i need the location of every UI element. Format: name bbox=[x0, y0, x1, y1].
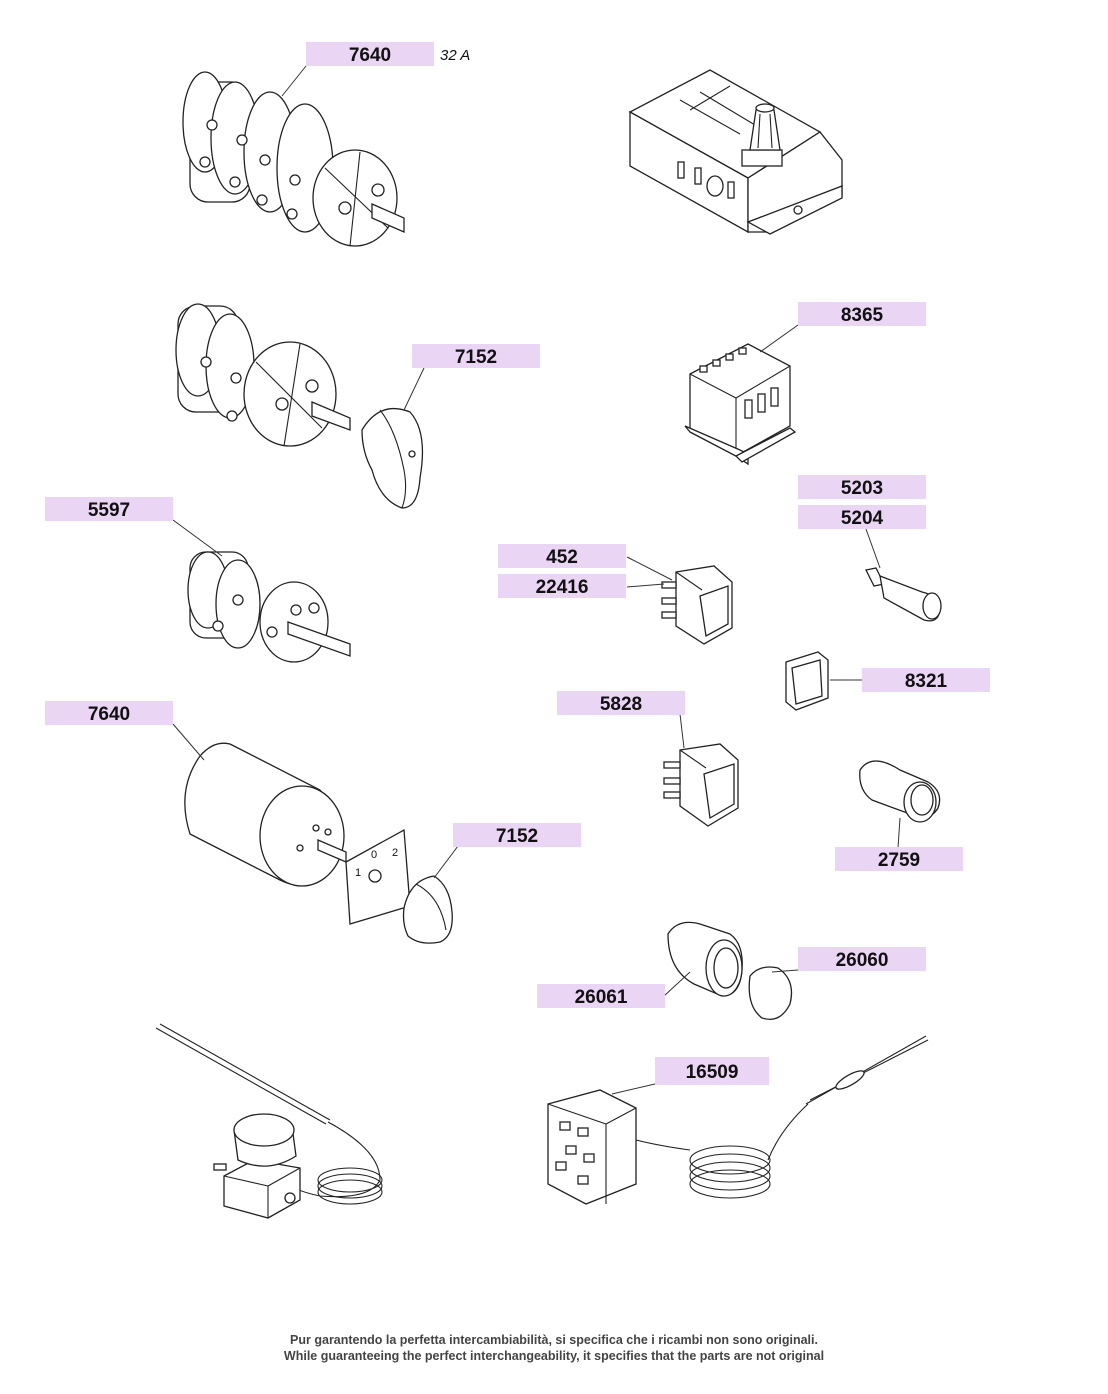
dial-mark-2: 2 bbox=[392, 847, 398, 859]
part-label-26060: 26060 bbox=[798, 947, 926, 971]
regulator-box-drawing bbox=[628, 69, 843, 235]
part-label-5204: 5204 bbox=[798, 505, 926, 529]
part-code: 22416 bbox=[536, 577, 589, 598]
disclaimer-footer: Pur garantendo la perfetta intercambiabi… bbox=[0, 1332, 1108, 1364]
part-label-16509: 16509 bbox=[655, 1057, 769, 1085]
rating-note: 32 A bbox=[440, 47, 470, 64]
rotary-switch-3-stage-drawing bbox=[175, 303, 351, 447]
part-code: 2759 bbox=[878, 850, 920, 871]
part-code: 8365 bbox=[841, 305, 884, 326]
part-code: 7152 bbox=[455, 347, 497, 368]
part-code: 7152 bbox=[496, 826, 538, 847]
warning-light-drawing bbox=[667, 921, 793, 1021]
part-label-8365: 8365 bbox=[798, 302, 926, 326]
dial-mark-1: 1 bbox=[355, 867, 361, 879]
part-code: 8321 bbox=[905, 671, 948, 692]
part-code: 7640 bbox=[349, 45, 391, 66]
pilot-light-drawing bbox=[865, 567, 942, 622]
knob-drawing-2 bbox=[402, 875, 453, 944]
cylindrical-switch-drawing: 1 0 2 bbox=[184, 742, 411, 925]
push-button-drawing bbox=[859, 760, 941, 823]
disclaimer-line-italian: Pur garantendo la perfetta intercambiabi… bbox=[290, 1333, 818, 1347]
part-code: 26060 bbox=[836, 950, 889, 971]
part-label-5597: 5597 bbox=[45, 497, 173, 521]
part-code: 26061 bbox=[575, 987, 628, 1008]
part-label-7152-bottom: 7152 bbox=[453, 823, 581, 847]
part-label-5203: 5203 bbox=[798, 475, 926, 499]
part-code: 5203 bbox=[841, 478, 883, 499]
part-label-5828: 5828 bbox=[557, 691, 685, 715]
part-code: 7640 bbox=[88, 704, 130, 725]
part-label-7152-top: 7152 bbox=[412, 344, 540, 368]
rotary-switch-2-stage-drawing bbox=[187, 551, 351, 663]
part-code: 5828 bbox=[600, 694, 642, 715]
part-code: 5597 bbox=[88, 500, 130, 521]
rocker-switch-drawing-2 bbox=[663, 743, 739, 827]
rotary-switch-4-stage-drawing bbox=[182, 71, 405, 247]
thermostat-drawing bbox=[547, 1035, 929, 1205]
part-label-7640-bottom: 7640 bbox=[45, 701, 173, 725]
part-code: 452 bbox=[546, 547, 578, 568]
protective-cover-drawing bbox=[785, 651, 829, 711]
part-label-2759: 2759 bbox=[835, 847, 963, 871]
rocker-switch-drawing-1 bbox=[661, 565, 733, 645]
part-label-26061: 26061 bbox=[537, 984, 665, 1008]
part-code: 5204 bbox=[841, 508, 884, 529]
disclaimer-line-english: While guaranteeing the perfect interchan… bbox=[283, 1349, 825, 1363]
part-label-452: 452 bbox=[498, 544, 626, 568]
part-label-8321: 8321 bbox=[862, 668, 990, 692]
part-code: 16509 bbox=[686, 1062, 739, 1083]
leader-lines bbox=[172, 65, 901, 1095]
part-label-7640-top: 7640 bbox=[306, 42, 434, 66]
contactor-drawing bbox=[684, 343, 797, 466]
part-label-22416: 22416 bbox=[498, 574, 626, 598]
capillary-thermostat-drawing bbox=[155, 1023, 383, 1219]
knob-drawing-1 bbox=[361, 407, 424, 509]
dial-mark-0: 0 bbox=[371, 849, 377, 861]
